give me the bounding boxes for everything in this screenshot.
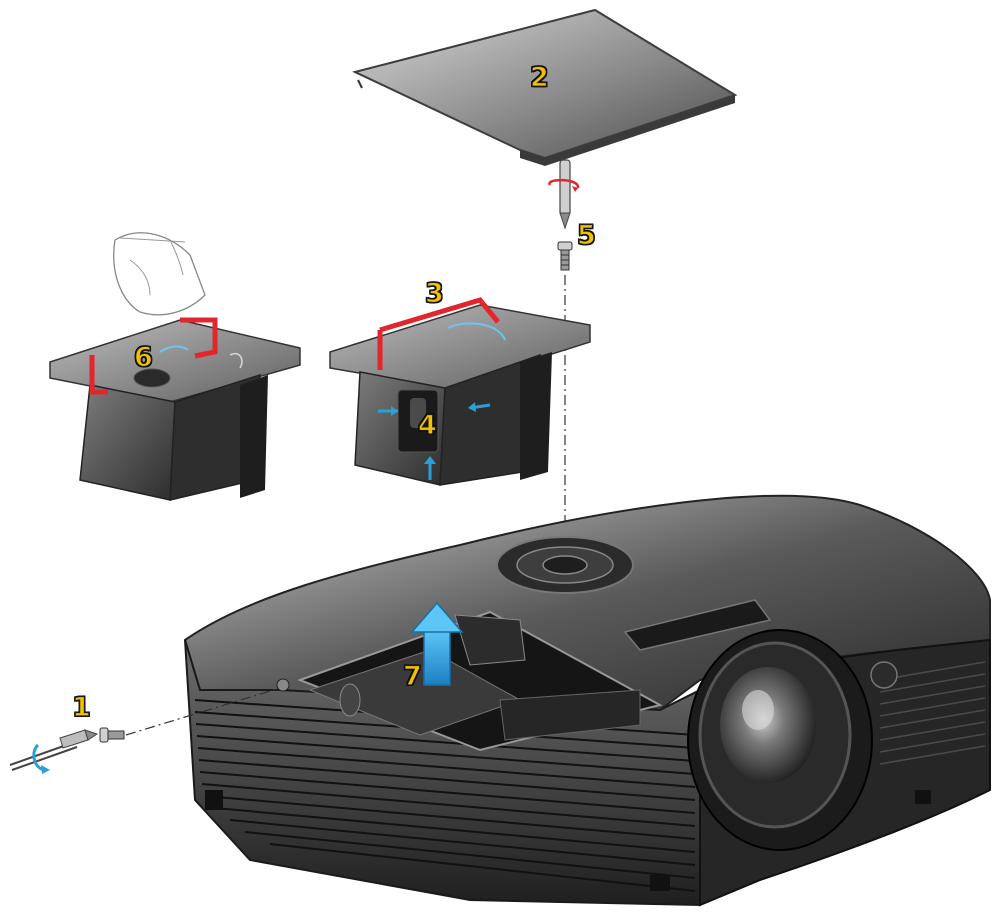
lamp-cover bbox=[352, 8, 738, 166]
rotation-arrow-icon bbox=[32, 743, 50, 774]
step-label-1: 1 bbox=[71, 692, 91, 723]
lift-arrow-icon bbox=[410, 601, 464, 686]
screwdriver-icon bbox=[9, 729, 99, 771]
step-label-4: 4 bbox=[417, 410, 437, 441]
projector-lens bbox=[687, 629, 873, 851]
screw-icon bbox=[557, 241, 573, 271]
step-label-7: 7 bbox=[402, 661, 422, 692]
screw-hole bbox=[276, 678, 290, 692]
lamp-module-left bbox=[49, 232, 301, 501]
step-label-6: 6 bbox=[133, 342, 153, 373]
control-pad bbox=[496, 536, 634, 594]
push-arrow-icon bbox=[378, 402, 491, 480]
screwdriver-icon bbox=[548, 159, 580, 230]
lamp-compartment bbox=[297, 610, 663, 752]
step-label-5: 5 bbox=[576, 220, 596, 251]
screw-icon bbox=[99, 727, 125, 743]
alignment-line-left bbox=[125, 684, 291, 736]
step-label-2: 2 bbox=[529, 62, 549, 93]
lamp-module-middle bbox=[329, 297, 591, 486]
step-label-3: 3 bbox=[424, 278, 444, 309]
